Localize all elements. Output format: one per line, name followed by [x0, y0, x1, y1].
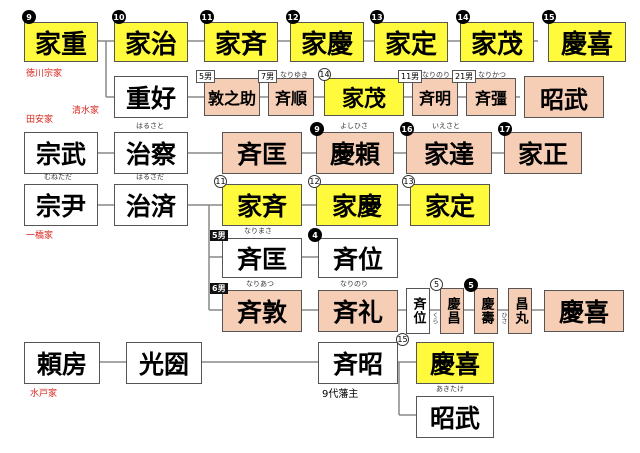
ruby-yoshimasa: くら	[431, 312, 438, 324]
node-akimaru: 昌丸	[508, 288, 532, 334]
node-narikura2: 斉位	[406, 288, 430, 334]
node-yoshinobu: 慶喜	[548, 22, 626, 62]
rank-tag-5: 5男	[196, 70, 216, 83]
node-iesato: 家達	[406, 132, 492, 174]
node-nariatsu: 斉敦	[222, 290, 302, 332]
badge-9b: 9	[310, 122, 324, 136]
node-ienari2: 家斉	[222, 184, 302, 226]
rank-tag-11: 11男	[398, 70, 423, 83]
ruby-narimasa3: なりまさ	[244, 227, 272, 235]
node-nariaki: 斉明	[412, 78, 458, 116]
node-ieshige: 家重	[24, 22, 98, 62]
node-akitake2: 昭武	[416, 396, 494, 438]
badge-16: 16	[400, 122, 414, 136]
rank-tag-6-dark: 6男	[210, 283, 228, 294]
node-iemasa: 家正	[504, 132, 582, 174]
node-akitake: 昭武	[524, 76, 604, 118]
badge-4: 4	[308, 228, 322, 242]
family-label-mito: 水戸家	[30, 389, 58, 399]
circle-14: 14	[318, 68, 331, 81]
node-nariaki2: 斉昭	[318, 342, 398, 384]
circle-13: 13	[402, 175, 415, 188]
badge-11: 11	[200, 10, 214, 24]
badge-10: 10	[112, 10, 126, 24]
node-narikatsu: 斉彊	[466, 78, 516, 116]
ruby-iesato: いえさと	[432, 122, 460, 130]
node-narimasa: 斉順	[268, 78, 314, 116]
node-iesada2: 家定	[374, 22, 448, 62]
family-label-hitotsubashi: 一橋家	[26, 231, 54, 241]
badge-9: 9	[22, 10, 36, 24]
node-narimasa3: 斉匡	[222, 238, 302, 278]
family-label-shimizu: 清水家	[72, 106, 100, 116]
node-narimasa2: 斉匡	[222, 132, 302, 174]
badge-5: 5	[464, 278, 478, 292]
node-iesada3: 家定	[410, 184, 490, 226]
node-yoshihisa: 慶頼	[316, 132, 394, 174]
rank-tag-5-dark: 5男	[210, 230, 228, 241]
rank-tag-7: 7男	[258, 70, 278, 83]
node-munetada: 宗尹	[24, 184, 98, 226]
circle-12: 12	[308, 175, 321, 188]
badge-12: 12	[286, 10, 300, 24]
ruby-narinosuke: なりゆき	[280, 71, 308, 79]
ruby-yoshihisa2: ひさ	[500, 312, 507, 324]
ruby-narikatsu: なりかつ	[478, 71, 506, 79]
node-yorifusa: 頼房	[24, 342, 100, 384]
node-narinosuke: 敦之助	[204, 78, 260, 116]
node-yoshinobu3: 慶喜	[416, 342, 494, 384]
node-munetake: 宗武	[24, 132, 98, 174]
node-yoshihisa2: 慶壽	[474, 288, 498, 334]
ruby-narinori: なりのり	[340, 280, 368, 288]
circle-15: 15	[396, 333, 409, 346]
node-yoshimasa: 慶昌	[440, 288, 464, 334]
family-label-tayasu: 田安家	[26, 115, 54, 125]
ruby-nariaki: なりのり	[422, 71, 450, 79]
ruby-yoshihisa: よしひさ	[340, 122, 368, 130]
badge-15: 15	[542, 10, 556, 24]
note-nariaki-lord: 9代藩主	[322, 389, 359, 400]
node-iesada: 家慶	[290, 22, 364, 62]
badge-17: 17	[498, 122, 512, 136]
node-shigeyoshi: 重好	[114, 76, 188, 118]
badge-13: 13	[370, 10, 384, 24]
node-harusada: 治察	[114, 132, 188, 174]
badge-14: 14	[456, 10, 470, 24]
ruby-akitake2: あきたけ	[436, 385, 464, 393]
circle-5: 5	[430, 278, 443, 291]
node-mitsukuni: 光圀	[126, 342, 202, 384]
node-iemochi: 家茂	[460, 22, 534, 62]
ruby-munetada: むねただ	[44, 173, 72, 181]
node-narinori: 斉礼	[318, 290, 398, 332]
node-harusada2: 治済	[114, 184, 188, 226]
ruby-nariatsu: なりあつ	[246, 280, 274, 288]
ruby-harusada: はるさと	[136, 122, 164, 130]
node-ienari: 家斉	[204, 22, 278, 62]
node-iemochi2: 家茂	[324, 78, 404, 116]
node-haruharu: 家治	[114, 22, 188, 62]
node-yoshinobu2: 慶喜	[544, 290, 624, 332]
family-label-tokugawa: 徳川宗家	[26, 69, 63, 79]
circle-11: 11	[214, 175, 227, 188]
rank-tag-21: 21男	[452, 70, 477, 83]
node-ieyoshi2: 家慶	[316, 184, 398, 226]
node-narikura: 斉位	[318, 238, 398, 278]
ruby-harusada2: はるさだ	[136, 173, 164, 181]
